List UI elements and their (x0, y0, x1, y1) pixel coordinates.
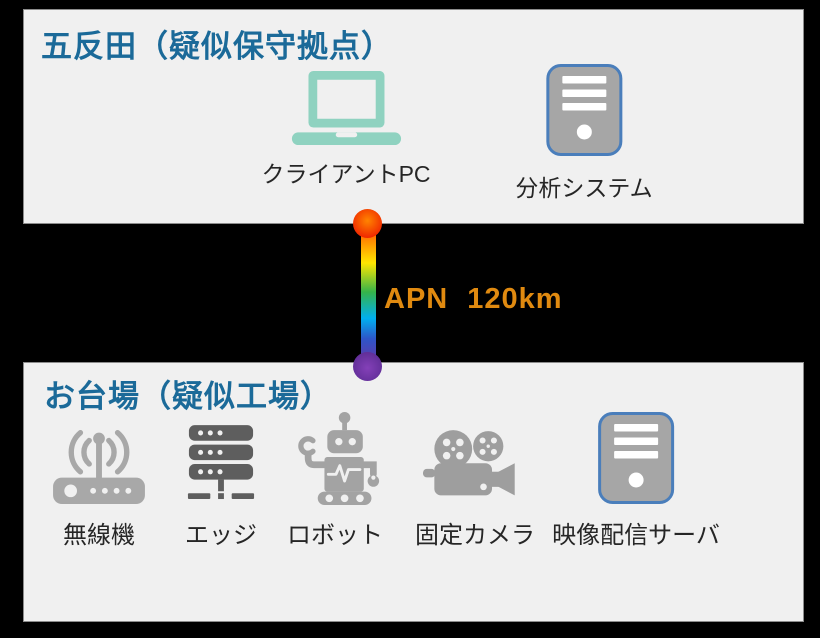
wireless-device-node: 無線機 (49, 411, 149, 550)
movie-camera-icon (423, 411, 527, 505)
laptop-icon (290, 71, 402, 147)
client-pc-node: クライアントPC (261, 71, 431, 189)
apn-endpoint-top (353, 209, 382, 238)
wireless-router-icon (49, 411, 149, 505)
apn-distance-label: APN 120km (384, 283, 563, 315)
gotanda-panel-title: 五反田（疑似保守拠点） (41, 29, 393, 64)
edge-server-icon (186, 411, 256, 505)
robot-icon (287, 411, 383, 505)
analysis-system-node: 分析システム (515, 63, 653, 203)
odaiba-panel-title: お台場（疑似工場） (44, 379, 332, 414)
robot-node: ロボット (287, 411, 383, 550)
odaiba-site-panel: お台場（疑似工場） 無線機 (23, 362, 804, 622)
server-tower-icon (545, 63, 623, 157)
apn-gradient-line (361, 222, 376, 368)
wireless-device-label: 無線機 (63, 522, 135, 549)
robot-label: ロボット (287, 522, 383, 549)
apn-endpoint-bottom (353, 352, 382, 381)
gotanda-site-panel: 五反田（疑似保守拠点） クライアントPC 分析システム (23, 9, 804, 224)
edge-node: エッジ (185, 411, 257, 550)
fixed-camera-label: 固定カメラ (415, 522, 535, 549)
client-pc-label: クライアントPC (261, 161, 431, 187)
video-server-node: 映像配信サーバ (552, 411, 720, 550)
analysis-system-label: 分析システム (515, 175, 653, 201)
video-server-label: 映像配信サーバ (552, 522, 720, 549)
edge-label: エッジ (185, 522, 257, 549)
fixed-camera-node: 固定カメラ (415, 411, 535, 550)
server-tower-icon (597, 411, 675, 505)
